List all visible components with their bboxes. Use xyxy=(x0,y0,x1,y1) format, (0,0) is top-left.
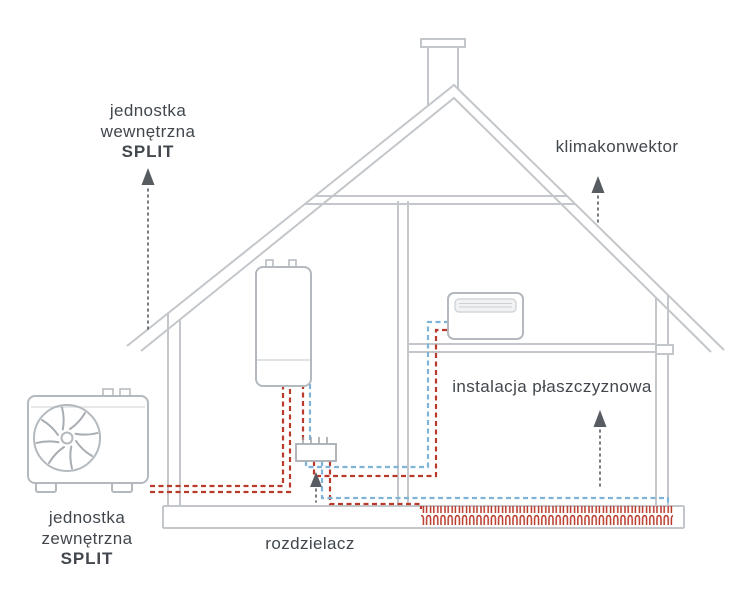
label-outdoor-unit-line1: jednostka xyxy=(48,508,126,527)
attic-floor xyxy=(305,195,575,205)
label-indoor-unit-line1: jednostka xyxy=(109,101,187,120)
distributor-manifold-icon xyxy=(295,437,337,462)
outdoor-unit-foot-right xyxy=(111,482,133,493)
outdoor-unit-foot-left xyxy=(35,482,57,493)
fan-coil-arrow xyxy=(591,176,605,225)
up-arrow-icon xyxy=(310,472,322,487)
label-outdoor-unit-line3: SPLIT xyxy=(60,549,114,569)
refrigerant-pipe-1 xyxy=(150,384,285,488)
indoor-unit-arrow xyxy=(141,168,155,330)
label-distributor: rozdzielacz xyxy=(265,534,355,553)
indoor-split-unit-icon xyxy=(255,259,312,387)
label-indoor-unit-line3: SPLIT xyxy=(121,142,175,162)
outdoor-split-unit-icon xyxy=(27,388,149,493)
manifold-to-fancoil-hot xyxy=(312,328,447,478)
manifold-body xyxy=(295,443,337,462)
distributor-arrow xyxy=(310,472,322,503)
fan-icon xyxy=(33,404,101,472)
fan-coil-unit-icon xyxy=(447,292,524,340)
interior-wall xyxy=(397,201,409,506)
manifold-ports xyxy=(302,437,328,444)
manifold-to-fancoil-cold xyxy=(304,320,447,469)
up-arrow-icon xyxy=(141,168,155,185)
label-indoor-unit-line2: wewnętrzna xyxy=(100,121,196,141)
roof-outer-line xyxy=(126,83,725,351)
fan-coil-grille xyxy=(454,298,517,313)
pipework xyxy=(150,320,670,509)
cold-pipes xyxy=(304,320,670,506)
underfloor-arrow xyxy=(593,410,607,491)
up-arrow-icon xyxy=(593,410,607,427)
outdoor-unit-body xyxy=(27,395,149,484)
annotation-arrows xyxy=(141,168,607,503)
fan-ring xyxy=(33,404,101,472)
fan-hub xyxy=(60,431,74,445)
chimney xyxy=(427,47,459,105)
hot-pipes xyxy=(150,328,447,509)
upper-floor xyxy=(408,343,656,353)
underfloor-heating-coil-icon xyxy=(421,506,673,525)
label-outdoor-unit: jednostka zewnętrzna SPLIT xyxy=(7,508,167,570)
upper-floor-ledge xyxy=(655,344,674,355)
left-wall xyxy=(167,313,181,506)
fan-coil-grille-slats xyxy=(459,303,512,308)
label-outdoor-unit-line2: zewnętrzna xyxy=(41,528,133,548)
label-underfloor: instalacja płaszczyznowa xyxy=(452,377,652,396)
up-arrow-icon xyxy=(591,176,605,193)
indoor-unit-body xyxy=(255,266,312,387)
manifold-to-floor-cold xyxy=(320,461,670,506)
chimney-cap xyxy=(420,38,466,48)
right-wall xyxy=(655,295,669,506)
manifold-to-floor-hot xyxy=(328,461,423,509)
roof-inner-line xyxy=(140,96,712,353)
label-indoor-unit: jednostka wewnętrzna SPLIT xyxy=(58,101,238,163)
label-fan-coil: klimakonwektor xyxy=(555,137,679,156)
refrigerant-pipe-2 xyxy=(150,384,292,494)
